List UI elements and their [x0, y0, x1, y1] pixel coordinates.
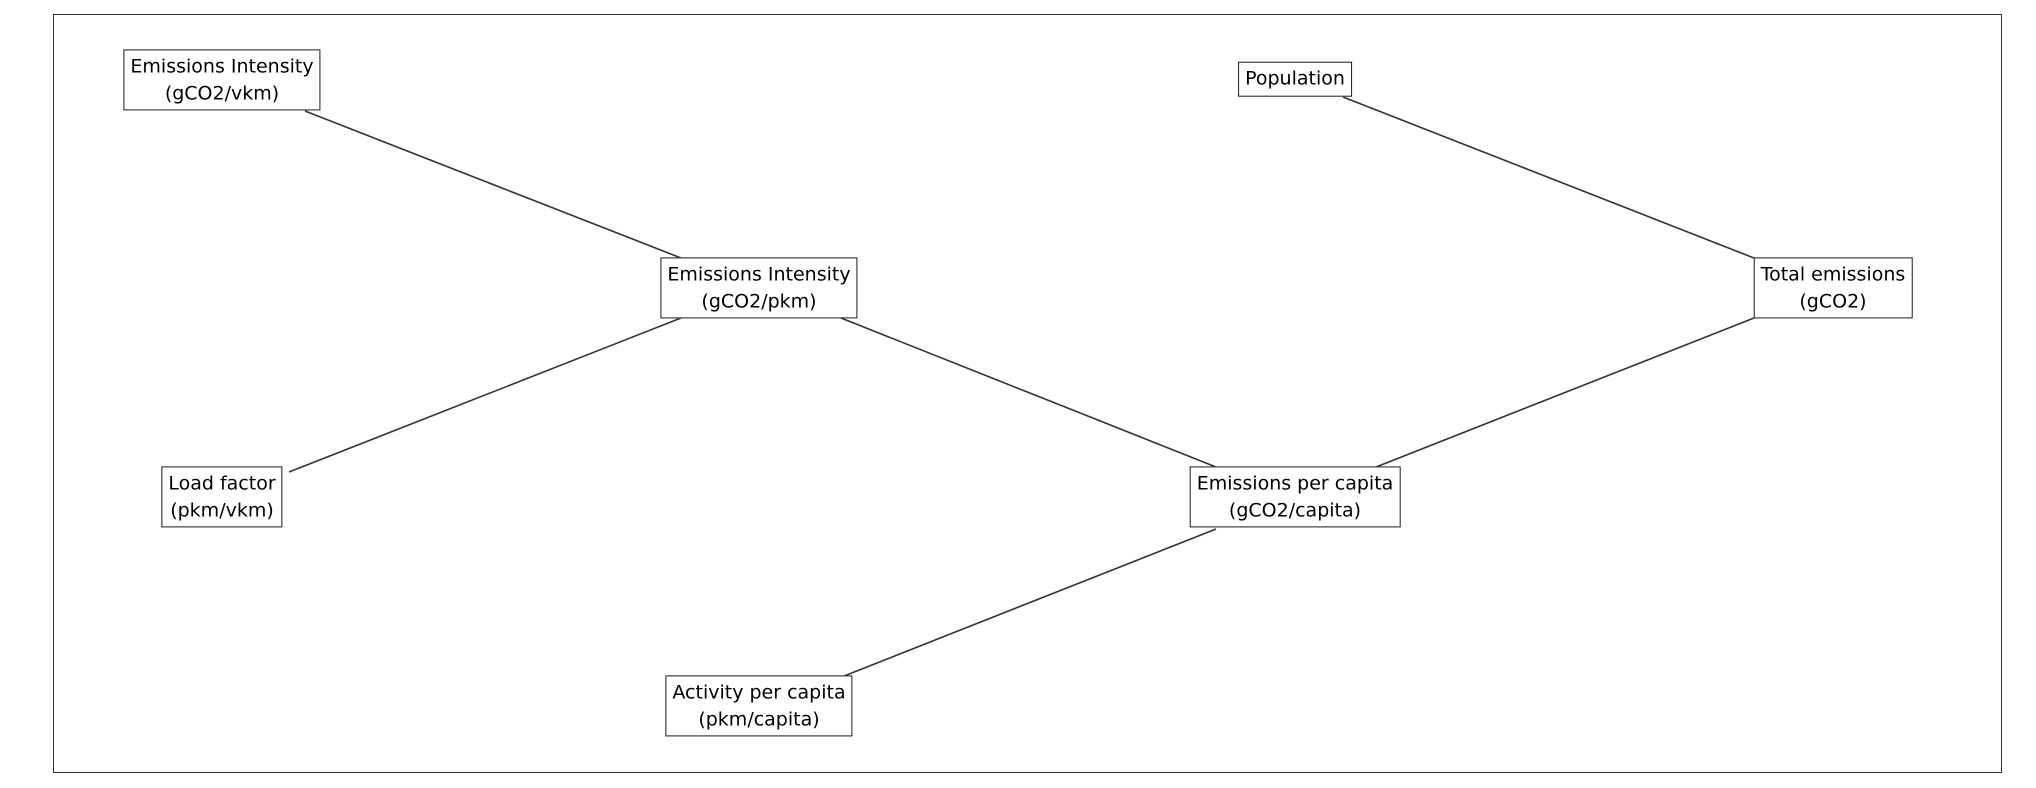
node-population: Population [1238, 61, 1352, 97]
edge-epc-to-total [1375, 317, 1755, 468]
edge-ei-pkm-to-epc [840, 317, 1217, 468]
edge-load-to-ei-pkm [288, 317, 682, 473]
node-emissions-intensity-vkm: Emissions Intensity (gCO2/vkm) [123, 49, 321, 111]
node-label: Activity per capita [672, 681, 846, 704]
node-emissions-per-capita: Emissions per capita (gCO2/capita) [1189, 466, 1401, 528]
node-unit: (gCO2/capita) [1228, 499, 1362, 521]
node-emissions-intensity-pkm: Emissions Intensity (gCO2/pkm) [660, 257, 858, 319]
node-unit: (gCO2/vkm) [164, 82, 280, 104]
edge-activity-to-epc [838, 528, 1217, 679]
node-unit: (pkm/capita) [698, 708, 820, 730]
node-label: Emissions Intensity [667, 263, 851, 286]
node-unit: (pkm/vkm) [170, 499, 274, 521]
node-label: Total emissions [1760, 263, 1906, 286]
node-unit: (gCO2/pkm) [701, 290, 817, 312]
node-load-factor: Load factor (pkm/vkm) [161, 466, 283, 528]
edge-ei-vkm-to-ei-pkm [304, 110, 682, 259]
node-label: Emissions Intensity [130, 55, 314, 78]
node-total-emissions: Total emissions (gCO2) [1753, 257, 1913, 319]
diagram-frame [53, 14, 2002, 773]
node-activity-per-capita: Activity per capita (pkm/capita) [665, 675, 853, 737]
edge-population-to-total [1342, 96, 1755, 259]
node-label: Population [1245, 67, 1345, 90]
node-unit: (gCO2) [1799, 290, 1867, 312]
node-label: Load factor [168, 472, 276, 495]
node-label: Emissions per capita [1196, 472, 1394, 495]
